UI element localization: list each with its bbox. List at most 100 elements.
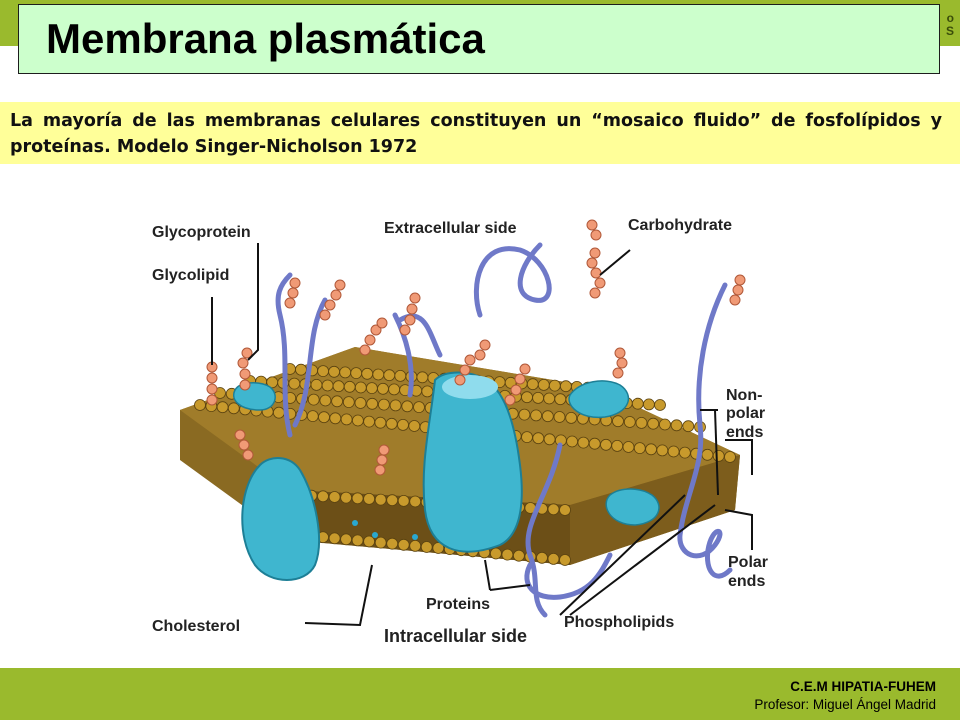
phospholipid-head	[383, 369, 396, 382]
phospholipid-head	[389, 399, 402, 412]
phospholipid-head	[340, 533, 353, 546]
phospholipid-head	[421, 385, 434, 398]
phospholipid-head	[682, 420, 695, 433]
phospholipid-head	[386, 494, 399, 507]
phospholipid-head	[216, 401, 229, 414]
phospholipid-head	[321, 379, 334, 392]
phospholipid-head	[416, 371, 429, 384]
phospholipid-head	[372, 368, 385, 381]
phospholipid-head	[397, 494, 410, 507]
phospholipid-head	[559, 504, 571, 516]
phospholipid-head	[361, 367, 374, 380]
membrane-diagram: Glycoprotein Glycolipid Extracellular si…	[152, 217, 768, 645]
phospholipid-head	[319, 394, 332, 407]
phospholipid-head	[318, 411, 330, 424]
corner-text-line-1: o	[946, 11, 954, 25]
label-polar-line1: Polar	[728, 554, 768, 571]
phospholipid-head	[642, 398, 655, 411]
label-extracellular-side: Extracellular side	[384, 220, 517, 237]
phospholipid-head	[547, 503, 560, 516]
label-intracellular-side: Intracellular side	[384, 626, 527, 645]
phospholipid-head	[351, 492, 364, 505]
phospholipid-head	[537, 378, 550, 391]
phospholipid-head	[565, 411, 578, 424]
phospholipid-head	[401, 400, 414, 413]
carbohydrate-chains	[206, 219, 746, 476]
phospholipid-head	[340, 491, 353, 504]
phospholipid-head	[577, 436, 590, 449]
phospholipid-head	[328, 365, 341, 378]
phospholipid-head	[328, 491, 341, 503]
phospholipid-head	[288, 377, 301, 390]
phospholipid-head	[679, 446, 691, 459]
phospholipid-head	[413, 401, 425, 414]
phospholipid-head	[654, 399, 666, 411]
phospholipid-head	[635, 416, 648, 429]
phospholipid-head	[526, 378, 539, 391]
phospholipid-head	[659, 418, 671, 431]
phospholipid-head	[342, 396, 355, 409]
phospholipid-head	[553, 411, 566, 423]
phospholipid-head	[366, 397, 379, 410]
phospholipid-head	[548, 379, 561, 392]
phospholipid-head	[317, 490, 329, 503]
subtitle-text: La mayoría de las membranas celulares co…	[0, 102, 960, 164]
phospholipid-head	[532, 391, 545, 404]
phospholipid-head	[631, 397, 644, 410]
phospholipid-head	[365, 382, 378, 395]
phospholipid-head	[343, 380, 356, 393]
label-nonpolar-line2: polar	[726, 405, 765, 422]
phospholipid-head	[559, 554, 571, 566]
phospholipid-head	[588, 437, 601, 450]
phospholipid-head	[351, 414, 364, 427]
phospholipid-head	[611, 439, 624, 452]
phospholipid-head	[332, 380, 345, 393]
membrane-illustration	[180, 219, 746, 618]
label-glycoprotein: Glycoprotein	[152, 224, 251, 241]
left-protein	[241, 457, 321, 581]
label-phospholipids: Phospholipids	[564, 614, 674, 631]
phospholipid-head	[409, 539, 422, 552]
phospholipid-head	[317, 365, 330, 378]
phospholipid-head	[394, 369, 407, 382]
phospholipid-head	[554, 393, 567, 406]
phospholipid-head	[331, 395, 344, 408]
phospholipid-head	[566, 435, 579, 448]
phospholipid-head	[667, 445, 680, 458]
phospholipid-heads	[194, 363, 736, 566]
label-nonpolar-line3: ends	[726, 424, 763, 441]
large-protein-top	[442, 375, 498, 399]
phospholipid-head	[354, 381, 367, 394]
phospholipid-head	[377, 398, 390, 411]
right-protein-bottom	[605, 488, 660, 526]
phospholipid-head	[408, 420, 421, 432]
phospholipid-head	[532, 432, 545, 445]
phospholipid-head	[377, 382, 389, 395]
label-cholesterol: Cholesterol	[152, 618, 240, 635]
title-box: Membrana plasmática	[18, 4, 940, 74]
phospholipid-head	[612, 415, 624, 428]
phospholipid-head	[328, 532, 341, 545]
phospholipid-head	[656, 444, 669, 457]
phospholipid-head	[388, 383, 401, 396]
phospholipid-head	[339, 366, 352, 379]
phospholipid-head	[386, 537, 399, 550]
phospholipid-head	[194, 399, 206, 411]
corner-text-line-2: S	[945, 24, 954, 38]
label-polar-line2: ends	[728, 573, 765, 590]
phospholipid-head	[559, 380, 572, 393]
label-proteins: Proteins	[426, 596, 490, 613]
phospholipid-head	[329, 412, 342, 425]
phospholipid-head	[363, 415, 376, 428]
phospholipid-head	[530, 409, 543, 422]
phospholipid-head	[397, 418, 409, 431]
phospholipid-head	[541, 410, 554, 423]
phospholipid-head	[633, 442, 646, 455]
phospholipid-head	[227, 402, 240, 415]
page-title: Membrana plasmática	[46, 15, 485, 62]
leader-lines	[211, 243, 753, 627]
bottom-green-bar	[0, 668, 960, 720]
footer-teacher: Profesor: Miguel Ángel Madrid	[754, 697, 936, 712]
phospholipid-head	[536, 551, 548, 564]
phospholipid-head	[600, 438, 612, 451]
